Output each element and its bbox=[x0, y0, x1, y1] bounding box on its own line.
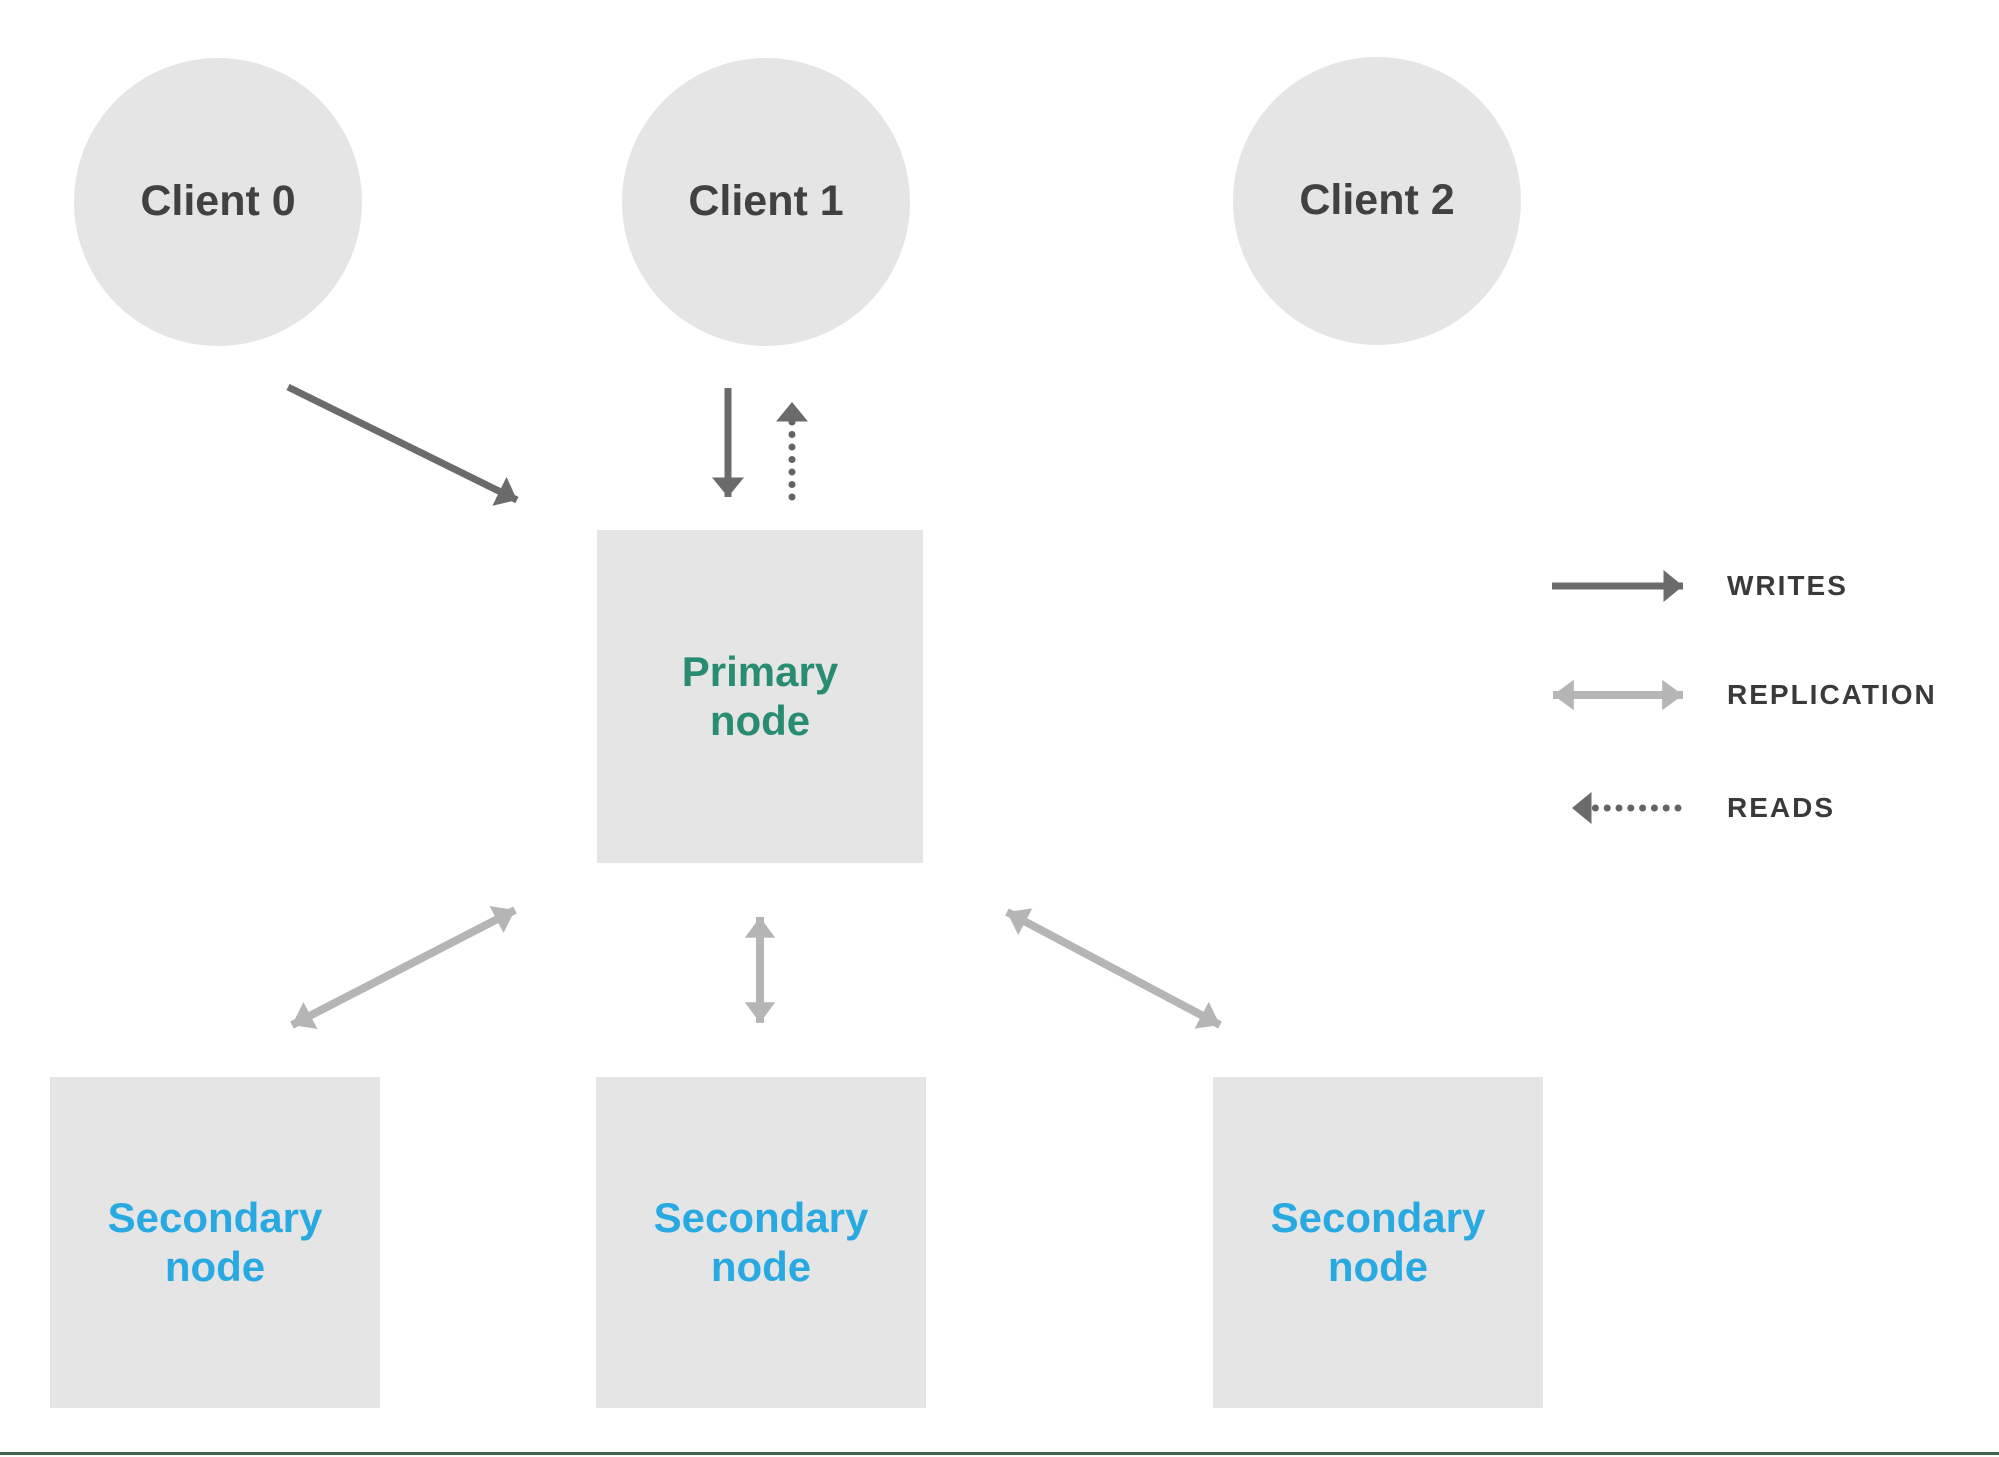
primary-node-box: Primary node bbox=[597, 530, 923, 863]
primary-node-label: Primary node bbox=[681, 648, 839, 744]
secondary-node-right-label: Secondary node bbox=[1270, 1194, 1486, 1290]
replication-arrow-primary-left-secondary bbox=[290, 906, 517, 1029]
client-0-circle: Client 0 bbox=[74, 58, 362, 346]
replication-arrow-primary-right-secondary bbox=[1005, 908, 1222, 1029]
secondary-node-box-left: Secondary node bbox=[50, 1077, 380, 1408]
writes-arrow-client0-to-primary bbox=[286, 383, 519, 506]
client-1-circle: Client 1 bbox=[622, 58, 910, 346]
secondary-node-box-middle: Secondary node bbox=[596, 1077, 926, 1408]
client-0-label: Client 0 bbox=[140, 177, 296, 226]
legend-replication-label: REPLICATION bbox=[1727, 679, 1937, 710]
secondary-node-left-label: Secondary node bbox=[107, 1194, 323, 1290]
secondary-node-box-right: Secondary node bbox=[1213, 1077, 1543, 1408]
legend-writes-label: WRITES bbox=[1727, 570, 1848, 601]
client-1-label: Client 1 bbox=[688, 177, 844, 226]
client-2-circle: Client 2 bbox=[1233, 57, 1521, 345]
legend-reads-label: READS bbox=[1727, 792, 1836, 823]
footer-divider-line bbox=[0, 1452, 1999, 1455]
client-2-label: Client 2 bbox=[1299, 176, 1455, 225]
secondary-node-middle-label: Secondary node bbox=[653, 1194, 869, 1290]
